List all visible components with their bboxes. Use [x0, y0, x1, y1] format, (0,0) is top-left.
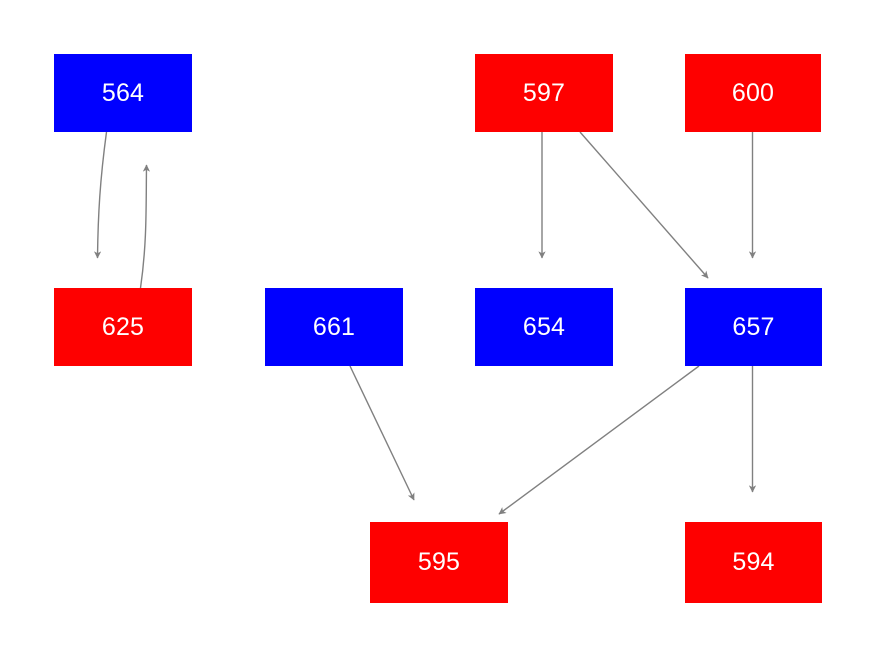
node-label: 597	[522, 78, 566, 107]
node-label: 595	[417, 548, 461, 576]
node-label: 594	[732, 548, 775, 576]
graph-node-657[interactable]: 657	[685, 288, 822, 366]
graph-node-597[interactable]: 597	[475, 54, 613, 132]
graph-node-600[interactable]: 600	[685, 54, 821, 132]
node-label: 625	[101, 312, 145, 341]
edge-661-to-595	[349, 365, 415, 501]
node-label: 654	[522, 312, 566, 341]
graph-node-654[interactable]: 654	[475, 288, 613, 366]
graph-node-564[interactable]: 564	[54, 54, 192, 132]
edge-597-to-657	[579, 131, 709, 279]
node-label: 661	[312, 312, 356, 341]
node-label: 600	[731, 78, 775, 107]
node-label: 657	[732, 312, 775, 341]
edge-564-to-625	[93, 131, 108, 259]
node-label: 564	[101, 78, 145, 107]
edge-625-to-564	[139, 164, 151, 289]
graph-node-625[interactable]: 625	[54, 288, 192, 366]
edge-657-to-595	[498, 365, 700, 515]
graph-node-595[interactable]: 595	[370, 522, 508, 603]
graph-node-661[interactable]: 661	[265, 288, 403, 366]
graph-node-594[interactable]: 594	[685, 522, 822, 603]
